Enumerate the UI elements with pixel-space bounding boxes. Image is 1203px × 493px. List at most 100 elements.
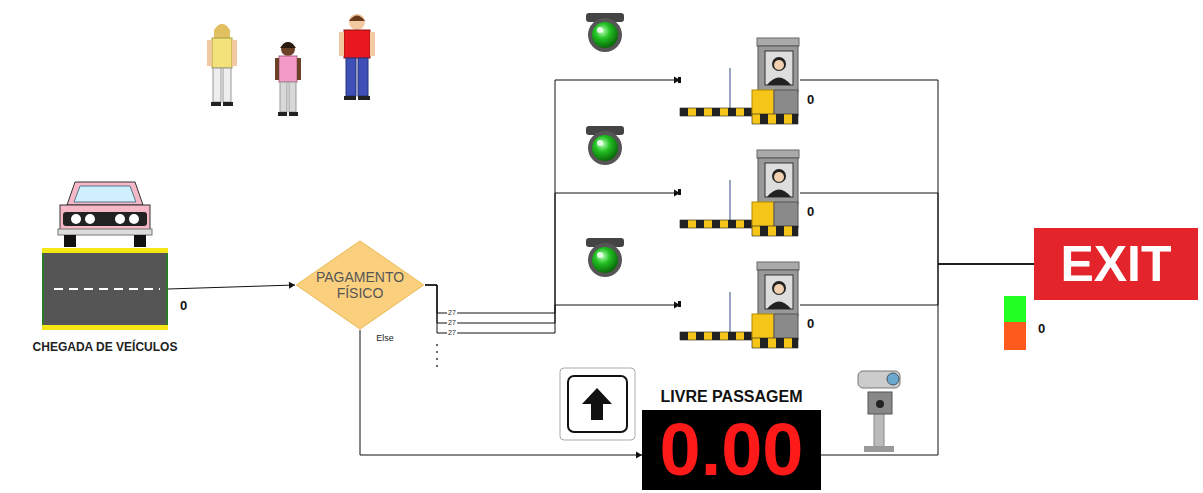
person-figure <box>275 42 301 116</box>
person-figure-part <box>289 112 298 116</box>
toll-booth <box>678 150 799 236</box>
camera-icon-part <box>887 373 899 385</box>
car-icon-part <box>63 212 147 226</box>
arrowhead <box>674 190 680 197</box>
arrowhead <box>674 302 680 309</box>
car-icon-part <box>134 235 146 247</box>
display-value: 0.00 <box>642 410 821 490</box>
display-heading: LIVRE PASSAGEM <box>661 388 803 406</box>
camera-icon-part <box>868 392 892 414</box>
car-icon-part <box>64 235 76 247</box>
person-figure-part <box>207 40 212 66</box>
camera-icon-part <box>858 371 900 388</box>
toll-booth <box>678 262 799 348</box>
arrival-road: CHEGADA DE VEÍCULOS <box>42 248 168 330</box>
decision-text: PAGAMENTO FÍSICO <box>308 269 412 301</box>
arrowhead <box>289 282 295 289</box>
road-segment-part <box>54 288 160 290</box>
person-figure-part <box>280 42 296 48</box>
traffic-light <box>586 126 624 165</box>
traffic-light <box>586 238 624 277</box>
car-icon-part <box>129 214 139 224</box>
car-icon-part <box>58 229 152 235</box>
car-icon-part <box>60 205 150 230</box>
toll-booth: 0 <box>680 38 800 126</box>
connector-line <box>821 264 1034 455</box>
counter-number: 0 <box>807 92 814 107</box>
car-icon-part <box>85 214 95 224</box>
status-bar-part <box>1004 322 1026 350</box>
arrival-label: CHEGADA DE VEÍCULOS <box>33 340 178 354</box>
person-figure-part <box>358 96 370 100</box>
person-figure-part <box>344 96 356 100</box>
connector-line <box>168 285 295 289</box>
person-figure-part <box>280 82 287 112</box>
camera-icon-part <box>874 410 884 448</box>
edge-label: Else <box>375 333 395 343</box>
arrow-button-part <box>560 368 635 440</box>
exit-sign: EXIT <box>1034 228 1198 300</box>
person-figure-part <box>213 68 221 102</box>
road-segment-part <box>42 248 168 253</box>
car-icon-part <box>71 214 81 224</box>
camera-icon-part <box>876 400 884 408</box>
person-figure-part <box>346 58 356 96</box>
connector-line <box>425 285 680 333</box>
person-figure-part <box>297 58 301 80</box>
person-figure-part <box>344 30 370 58</box>
arrow-button <box>560 368 635 440</box>
counter-number: 0 <box>807 316 814 331</box>
car-icon <box>58 182 152 247</box>
person-figure-part <box>289 82 296 112</box>
decision-diamond: PAGAMENTO FÍSICO <box>295 240 425 330</box>
person-figure-part <box>358 58 368 96</box>
car-icon-part <box>115 214 125 224</box>
status-bar <box>1004 296 1026 350</box>
person-figure-part <box>232 40 237 66</box>
person-figure-part <box>211 102 221 106</box>
road-segment <box>42 248 168 330</box>
person-figure-part <box>223 68 231 102</box>
road-segment-part <box>42 325 168 330</box>
road-segment-part <box>42 248 168 330</box>
person-figure-part <box>279 56 297 82</box>
person-figure <box>207 24 237 106</box>
camera-icon <box>858 371 900 452</box>
edge-label: 27 <box>447 329 457 337</box>
toll-booth: 0 <box>680 262 800 350</box>
dots <box>436 344 438 367</box>
person-figure-part <box>278 112 287 116</box>
connector-line <box>800 264 1034 305</box>
dots-part <box>436 365 438 367</box>
digital-display: LIVRE PASSAGEM0.00 <box>642 410 821 490</box>
edge-label: 27 <box>447 319 457 327</box>
connector-line <box>800 193 1034 264</box>
car-icon-part <box>67 182 143 205</box>
camera-icon-part <box>864 446 894 452</box>
person-figure-part <box>281 42 295 56</box>
dots-part <box>436 344 438 346</box>
person-figure-part <box>214 24 230 38</box>
dots-part <box>436 351 438 353</box>
arrow-button-part <box>582 388 612 420</box>
connector-line <box>360 330 642 455</box>
person-figure-part <box>349 16 365 22</box>
traffic-light <box>586 13 624 52</box>
person-figure-part <box>339 32 344 56</box>
person-figure <box>339 14 375 100</box>
toll-booth: 0 <box>680 150 800 238</box>
road-segment-part <box>42 253 44 325</box>
counter-number: 0 <box>180 298 187 313</box>
exit-text: EXIT <box>1034 228 1198 300</box>
edge-label: 27 <box>447 309 457 317</box>
diamond-shape <box>296 241 423 329</box>
counter-number: 0 <box>1038 321 1045 336</box>
arrow-button-part <box>568 376 627 432</box>
counter-number: 0 <box>807 204 814 219</box>
person-figure-part <box>212 38 232 68</box>
dots-part <box>436 358 438 360</box>
toll-booth <box>678 38 799 124</box>
person-figure-part <box>370 32 375 56</box>
